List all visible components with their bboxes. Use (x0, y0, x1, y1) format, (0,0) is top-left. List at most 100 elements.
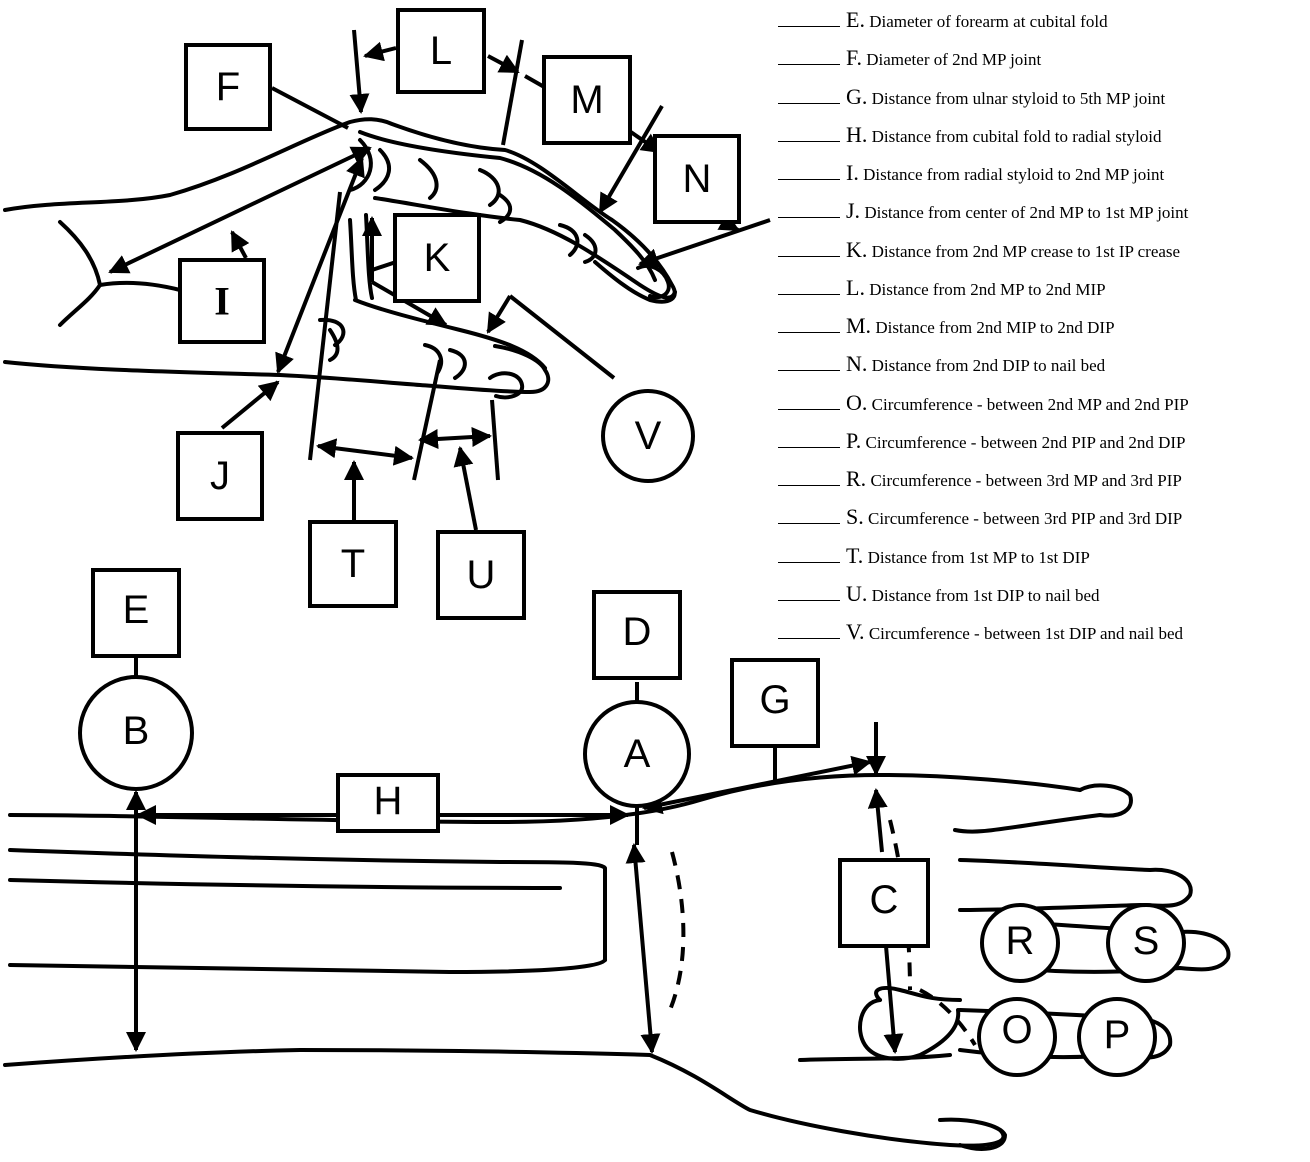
legend-letter: V. (846, 619, 865, 644)
circle-S: S (1106, 903, 1186, 983)
answer-blank[interactable] (778, 485, 840, 486)
legend-text: Circumference - between 3rd MP and 3rd P… (870, 471, 1182, 490)
svg-text:F: F (216, 65, 240, 109)
answer-blank[interactable] (778, 638, 840, 639)
box-F: F (184, 43, 272, 131)
legend-item-l: L. Distance from 2nd MP to 2nd MIP (778, 275, 1308, 313)
box-L: L (396, 8, 486, 94)
box-J: J (176, 431, 264, 521)
legend-letter: G. (846, 83, 868, 109)
svg-text:C: C (870, 878, 899, 922)
legend-item-s: S. Circumference - between 3rd PIP and 3… (778, 504, 1308, 542)
box-K: K (393, 213, 481, 303)
legend-letter: M. (846, 313, 872, 338)
legend-letter: R. (846, 466, 867, 491)
svg-text:N: N (683, 157, 712, 201)
upper-hand-drawing (3, 117, 677, 400)
legend-item-u: U. Distance from 1st DIP to nail bed (778, 581, 1308, 619)
svg-text:J: J (210, 454, 230, 498)
legend-letter: I. (846, 160, 859, 185)
legend-letter: F. (846, 45, 862, 71)
box-G: G (730, 658, 820, 748)
legend-item-e: E. Diameter of forearm at cubital fold (778, 7, 1308, 45)
legend-letter: P. (846, 427, 862, 453)
answer-blank[interactable] (778, 332, 840, 333)
legend-text: Circumference - between 2nd MP and 2nd P… (871, 394, 1189, 414)
legend-letter: H. (846, 121, 868, 147)
label-boxes: F L M N K I J T U E D G H C (91, 8, 930, 948)
legend-text: Distance from radial styloid to 2nd MP j… (863, 165, 1165, 184)
answer-blank[interactable] (778, 102, 840, 104)
measurement-legend: E. Diameter of forearm at cubital fold F… (778, 7, 1308, 657)
svg-text:O: O (1001, 1008, 1032, 1052)
circle-R: R (980, 903, 1060, 983)
legend-text: Distance from ulnar styloid to 5th MP jo… (871, 88, 1166, 108)
legend-item-p: P. Circumference - between 2nd PIP and 2… (778, 428, 1308, 466)
legend-letter: N. (846, 351, 868, 377)
svg-text:V: V (635, 414, 662, 458)
svg-text:U: U (467, 553, 496, 597)
answer-blank[interactable] (778, 408, 840, 410)
box-I: I (178, 258, 266, 344)
answer-blank[interactable] (778, 179, 840, 180)
legend-text: Distance from 2nd MP to 2nd MIP (869, 279, 1106, 299)
svg-text:D: D (623, 610, 652, 654)
legend-item-m: M. Distance from 2nd MIP to 2nd DIP (778, 313, 1308, 351)
svg-text:E: E (123, 588, 150, 632)
box-H: H (336, 773, 440, 833)
box-N: N (653, 134, 741, 224)
box-T: T (308, 520, 398, 608)
answer-blank[interactable] (778, 599, 840, 601)
legend-item-h: H. Distance from cubital fold to radial … (778, 122, 1308, 160)
answer-blank[interactable] (778, 64, 840, 66)
answer-blank[interactable] (778, 446, 840, 448)
svg-text:M: M (570, 78, 603, 122)
answer-blank[interactable] (778, 255, 840, 257)
legend-letter: S. (846, 504, 864, 530)
legend-letter: E. (846, 7, 865, 32)
svg-text:A: A (624, 732, 651, 776)
legend-text: Distance from center of 2nd MP to 1st MP… (864, 203, 1189, 223)
legend-text: Diameter of 2nd MP joint (866, 50, 1042, 70)
circle-A: A (583, 700, 691, 808)
legend-letter: O. (846, 389, 868, 415)
answer-blank[interactable] (778, 523, 840, 525)
answer-blank[interactable] (778, 293, 840, 295)
answer-blank[interactable] (778, 217, 840, 219)
box-U: U (436, 530, 526, 620)
circle-V: V (601, 389, 695, 483)
legend-text: Distance from 1st DIP to nail bed (871, 585, 1100, 605)
box-E: E (91, 568, 181, 658)
lower-hand-drawing (3, 773, 1231, 1151)
legend-item-j: J. Distance from center of 2nd MP to 1st… (778, 198, 1308, 236)
legend-text: Diameter of forearm at cubital fold (869, 12, 1108, 31)
circle-O: O (977, 997, 1057, 1077)
legend-item-k: K. Distance from 2nd MP crease to 1st IP… (778, 237, 1308, 275)
legend-item-f: F. Diameter of 2nd MP joint (778, 45, 1308, 83)
box-C: C (838, 858, 930, 948)
legend-item-g: G. Distance from ulnar styloid to 5th MP… (778, 84, 1308, 122)
legend-text: Distance from 2nd MIP to 2nd DIP (875, 318, 1115, 337)
measurement-lines (108, 29, 904, 1054)
legend-text: Distance from 1st MP to 1st DIP (867, 547, 1090, 567)
svg-text:I: I (214, 279, 230, 324)
svg-text:H: H (374, 779, 403, 823)
legend-letter: U. (846, 580, 868, 606)
legend-text: Circumference - between 3rd PIP and 3rd … (868, 509, 1183, 529)
legend-item-r: R. Circumference - between 3rd MP and 3r… (778, 466, 1308, 504)
answer-blank[interactable] (778, 370, 840, 372)
svg-text:B: B (123, 709, 150, 753)
box-D: D (592, 590, 682, 680)
answer-blank[interactable] (778, 26, 840, 27)
legend-letter: K. (846, 236, 868, 262)
answer-blank[interactable] (778, 140, 840, 142)
svg-text:P: P (1104, 1013, 1131, 1057)
legend-item-v: V. Circumference - between 1st DIP and n… (778, 619, 1308, 657)
legend-letter: J. (846, 198, 861, 224)
legend-text: Distance from 2nd DIP to nail bed (871, 356, 1106, 376)
legend-text: Distance from 2nd MP crease to 1st IP cr… (871, 241, 1181, 261)
legend-text: Distance from cubital fold to radial sty… (871, 126, 1162, 146)
answer-blank[interactable] (778, 561, 840, 563)
svg-text:S: S (1133, 919, 1160, 963)
label-circles: V B A R S O P (78, 389, 1186, 1077)
